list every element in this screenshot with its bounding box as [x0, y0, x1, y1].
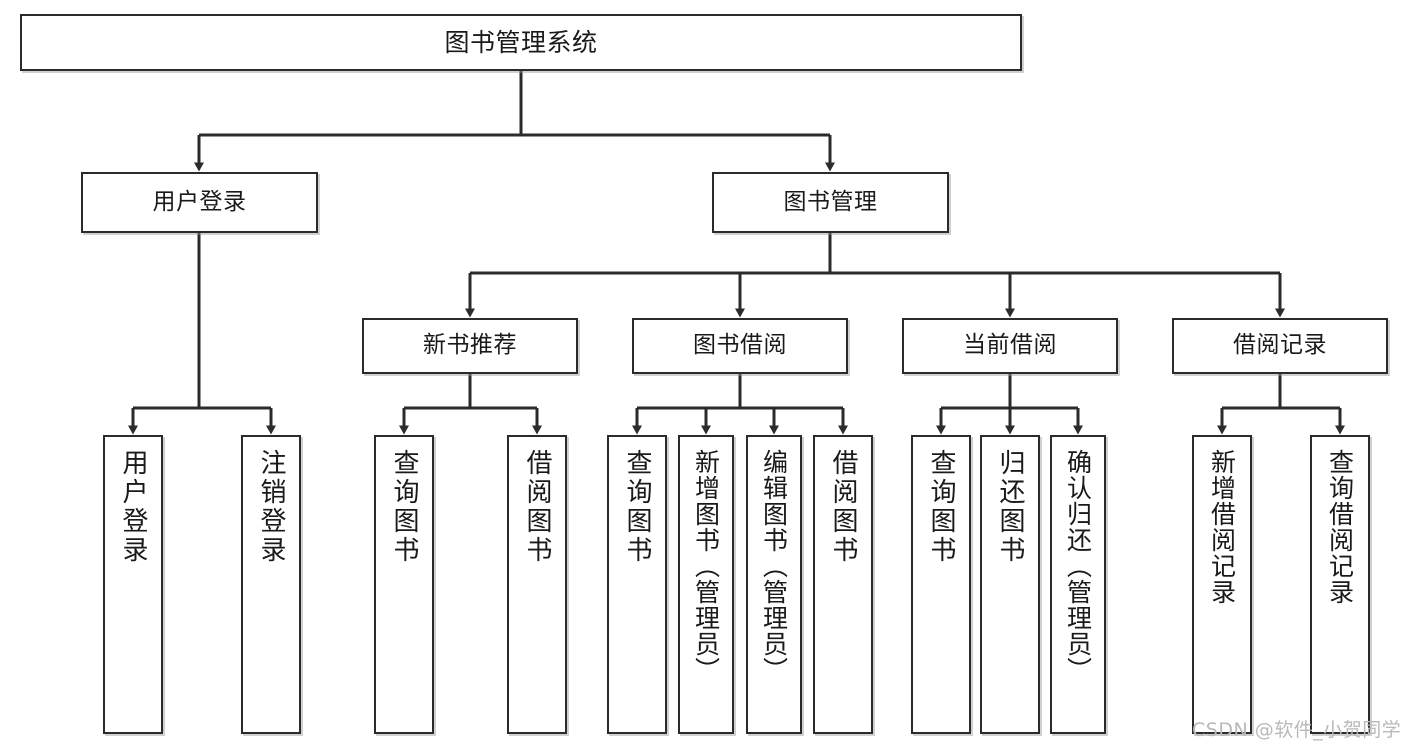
node-leaf-query-book-1[interactable]: 查询图书	[374, 435, 434, 734]
node-leaf-borrow-book-2[interactable]: 借阅图书	[813, 435, 873, 734]
node-leaf-return-book-label: 归还图书	[995, 449, 1025, 565]
csdn-watermark: CSDN @软件_小贺同学	[1192, 719, 1402, 741]
node-root-label: 图书管理系统	[444, 27, 598, 57]
node-current-borrow[interactable]: 当前借阅	[902, 318, 1118, 374]
node-leaf-user-logout[interactable]: 注销登录	[241, 435, 301, 734]
node-book-borrow-label: 图书借阅	[693, 332, 787, 359]
node-book-manage[interactable]: 图书管理	[712, 172, 949, 233]
node-leaf-borrow-book-1[interactable]: 借阅图书	[507, 435, 567, 734]
node-borrow-record-label: 借阅记录	[1233, 332, 1327, 359]
node-leaf-query-book-1-label: 查询图书	[389, 449, 419, 565]
node-leaf-query-book-3-label: 查询图书	[926, 449, 956, 565]
node-user-login-label: 用户登录	[152, 188, 247, 215]
node-root[interactable]: 图书管理系统	[20, 14, 1022, 71]
node-leaf-user-login[interactable]: 用户登录	[103, 435, 163, 734]
node-leaf-add-record-label: 新增借阅记录	[1207, 449, 1237, 605]
node-current-borrow-label: 当前借阅	[963, 332, 1057, 359]
node-leaf-borrow-book-1-label: 借阅图书	[522, 449, 552, 565]
node-leaf-user-login-label: 用户登录	[118, 449, 148, 565]
node-leaf-add-book-label: 新增图书（管理员）	[691, 449, 721, 683]
node-leaf-borrow-book-2-label: 借阅图书	[828, 449, 858, 565]
node-leaf-user-logout-label: 注销登录	[256, 449, 286, 565]
node-leaf-add-record[interactable]: 新增借阅记录	[1192, 435, 1252, 734]
node-book-manage-label: 图书管理	[783, 188, 878, 215]
node-leaf-query-book-2-label: 查询图书	[622, 449, 652, 565]
node-leaf-confirm-return-label: 确认归还（管理员）	[1063, 449, 1093, 683]
node-book-borrow[interactable]: 图书借阅	[632, 318, 848, 374]
node-new-book-recommend[interactable]: 新书推荐	[362, 318, 578, 374]
node-leaf-edit-book[interactable]: 编辑图书（管理员）	[746, 435, 802, 734]
node-leaf-query-book-2[interactable]: 查询图书	[607, 435, 667, 734]
node-leaf-return-book[interactable]: 归还图书	[980, 435, 1040, 734]
node-leaf-query-record-label: 查询借阅记录	[1325, 449, 1355, 605]
node-leaf-confirm-return[interactable]: 确认归还（管理员）	[1050, 435, 1106, 734]
node-leaf-query-book-3[interactable]: 查询图书	[911, 435, 971, 734]
node-leaf-edit-book-label: 编辑图书（管理员）	[759, 449, 789, 683]
node-borrow-record[interactable]: 借阅记录	[1172, 318, 1388, 374]
node-user-login[interactable]: 用户登录	[81, 172, 318, 233]
node-leaf-add-book[interactable]: 新增图书（管理员）	[678, 435, 734, 734]
node-leaf-query-record[interactable]: 查询借阅记录	[1310, 435, 1370, 734]
node-new-book-recommend-label: 新书推荐	[423, 332, 517, 359]
